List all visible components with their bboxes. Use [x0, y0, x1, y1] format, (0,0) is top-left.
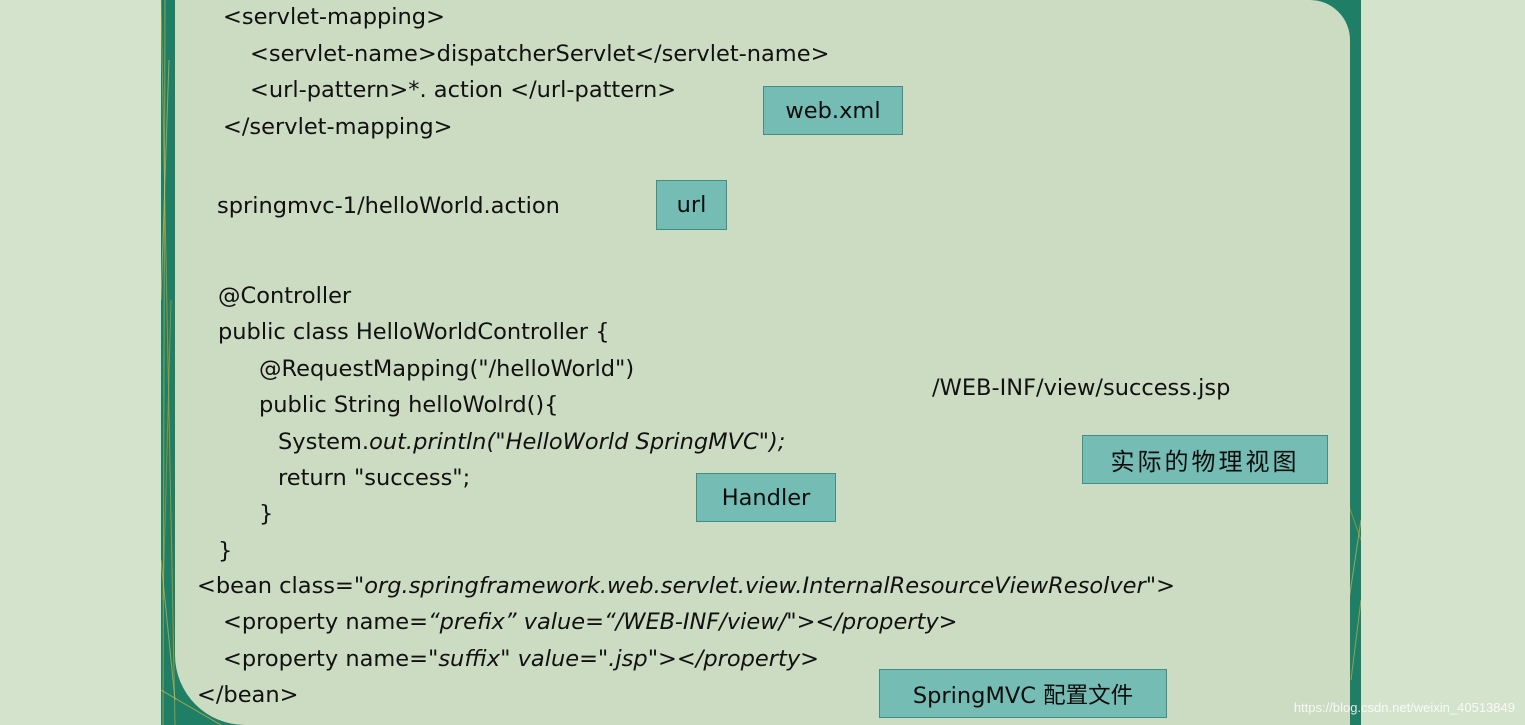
code-method-declaration: public String helloWolrd(){	[259, 392, 559, 418]
url-label: url	[656, 180, 727, 230]
code-bean-close: </bean>	[197, 682, 299, 708]
code-println-call: out.println("HelloWorld SpringMVC");	[369, 429, 786, 455]
code-close-method: }	[259, 501, 274, 527]
springmvc-config-label: SpringMVC 配置文件	[879, 669, 1167, 718]
code-close-class: }	[218, 538, 233, 564]
slide-content-panel	[175, 0, 1350, 725]
code-property-prefix-start: <property name=	[223, 609, 428, 635]
physical-view-path: /WEB-INF/view/success.jsp	[932, 375, 1231, 401]
code-println: System.out.println("HelloWorld SpringMVC…	[278, 427, 785, 457]
web-xml-label: web.xml	[763, 86, 903, 135]
handler-label: Handler	[696, 473, 836, 522]
code-bean-open-prefix: <bean class=	[197, 573, 354, 599]
code-println-prefix: System.	[278, 429, 370, 455]
code-annotation-controller: @Controller	[218, 283, 352, 309]
code-servlet-name: <servlet-name>dispatcherServlet</servlet…	[250, 41, 830, 67]
code-return-statement: return "success";	[278, 465, 471, 491]
code-class-declaration: public class HelloWorldController {	[218, 319, 610, 345]
physical-view-label: 实际的物理视图	[1082, 435, 1328, 484]
url-example: springmvc-1/helloWorld.action	[217, 193, 560, 219]
code-property-suffix-start: <property name=	[223, 646, 428, 672]
code-servlet-mapping-close: </servlet-mapping>	[223, 114, 453, 140]
code-property-suffix: <property name="suffix" value=".jsp"></p…	[223, 644, 819, 674]
code-bean-class-value: "org.springframework.web.servlet.view.In…	[353, 573, 1146, 599]
watermark: https://blog.csdn.net/weixin_40513849	[1293, 700, 1515, 715]
code-property-prefix: <property name=“prefix” value=“/WEB-INF/…	[223, 607, 958, 637]
code-url-pattern: <url-pattern>*. action </url-pattern>	[250, 77, 677, 103]
code-annotation-request-mapping: @RequestMapping("/helloWorld")	[259, 356, 635, 382]
frame-decoration	[161, 0, 1361, 725]
code-property-suffix-rest: "suffix" value=".jsp"></property>	[427, 646, 819, 672]
code-servlet-mapping-open: <servlet-mapping>	[223, 4, 445, 30]
code-property-prefix-rest: “prefix” value=“/WEB-INF/view/"></proper…	[427, 609, 958, 635]
code-bean-open: <bean class="org.springframework.web.ser…	[197, 571, 1175, 601]
code-bean-open-suffix: ">	[1145, 573, 1175, 599]
